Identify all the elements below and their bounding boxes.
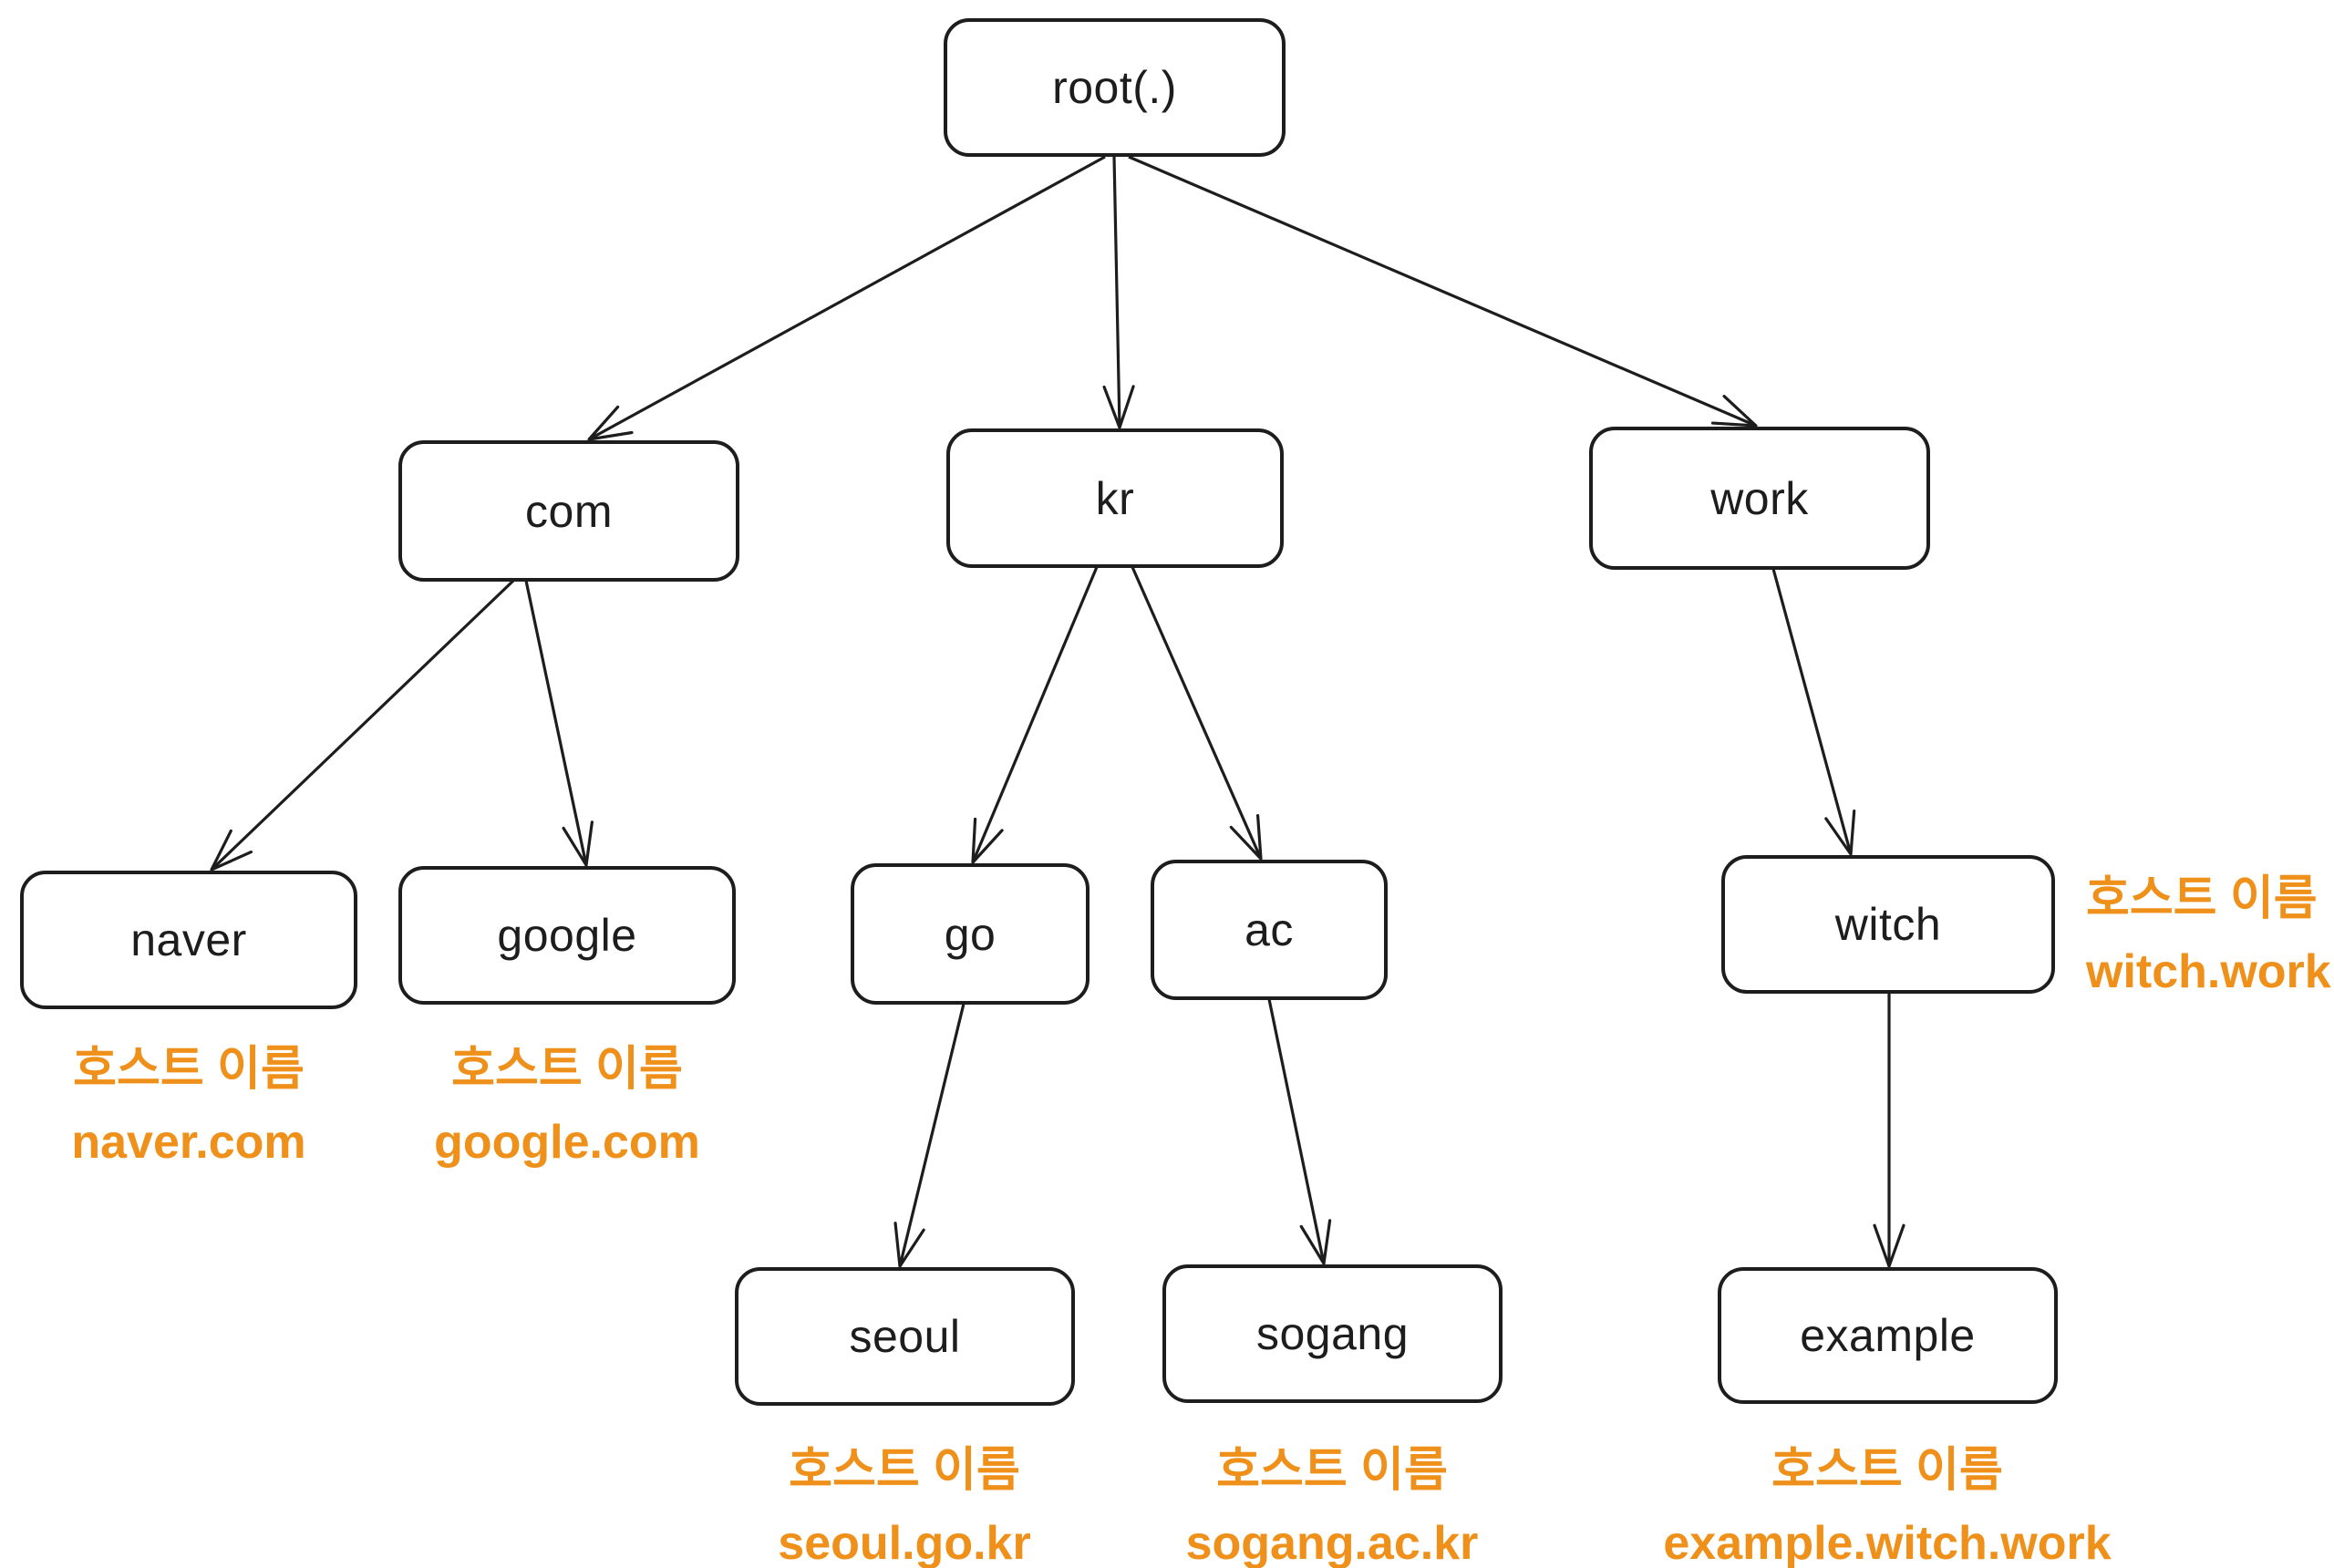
- annotation-google-hostname: google.com: [434, 1116, 700, 1169]
- node-kr-label: kr: [1095, 472, 1135, 524]
- node-sogang-label: sogang: [1255, 1308, 1410, 1359]
- node-com: com: [398, 440, 739, 582]
- node-ac: ac: [1151, 860, 1388, 1000]
- annotation-google: 호스트 이름 google.com: [312, 1033, 822, 1179]
- node-naver: naver: [20, 871, 357, 1009]
- annotation-witch: 호스트 이름 witch.work: [2086, 862, 2334, 1008]
- node-go-label: go: [944, 908, 997, 960]
- annotation-naver-hostname: naver.com: [71, 1116, 306, 1169]
- edge-root-com: [587, 155, 1106, 441]
- node-naver-label: naver: [130, 914, 247, 965]
- edge-ac-sogang: [1267, 998, 1332, 1265]
- annotation-example-hostname: example.witch.work: [1663, 1517, 2112, 1568]
- node-witch: witch: [1721, 855, 2055, 994]
- node-root-label: root(.): [1052, 62, 1177, 113]
- node-go: go: [851, 863, 1090, 1005]
- annotation-naver: 호스트 이름 naver.com: [0, 1033, 444, 1179]
- node-example-label: example: [1800, 1310, 1976, 1361]
- node-witch-label: witch: [1834, 899, 1942, 950]
- node-sogang: sogang: [1162, 1264, 1503, 1403]
- edge-root-work: [1128, 155, 1758, 428]
- annotation-naver-title: 호스트 이름: [73, 1043, 305, 1096]
- node-example: example: [1718, 1267, 2058, 1404]
- annotation-witch-title: 호스트 이름: [2086, 872, 2318, 925]
- node-work-label: work: [1710, 472, 1809, 524]
- node-seoul-label: seoul: [849, 1311, 961, 1362]
- annotation-example: 호스트 이름 example.witch.work: [1605, 1434, 2170, 1568]
- edge-root-kr: [1102, 156, 1135, 429]
- edge-kr-ac: [1131, 566, 1263, 861]
- edge-go-seoul: [893, 1003, 966, 1268]
- annotation-witch-hostname: witch.work: [2086, 945, 2331, 998]
- node-kr: kr: [946, 428, 1284, 568]
- annotation-example-title: 호스트 이름: [1771, 1444, 2003, 1497]
- edge-kr-go: [971, 566, 1099, 864]
- node-root: root(.): [944, 18, 1286, 157]
- edge-com-google: [524, 580, 594, 867]
- annotation-google-title: 호스트 이름: [451, 1043, 683, 1096]
- node-seoul: seoul: [735, 1267, 1075, 1406]
- node-work: work: [1589, 427, 1930, 570]
- annotation-seoul-hostname: seoul.go.kr: [778, 1517, 1031, 1568]
- annotation-seoul: 호스트 이름 seoul.go.kr: [649, 1434, 1160, 1568]
- annotation-seoul-title: 호스트 이름: [789, 1444, 1020, 1497]
- node-ac-label: ac: [1244, 904, 1294, 955]
- node-google: google: [398, 866, 736, 1005]
- edge-com-naver: [210, 579, 515, 872]
- annotation-sogang: 호스트 이름 sogang.ac.kr: [1077, 1434, 1587, 1568]
- annotation-sogang-title: 호스트 이름: [1216, 1444, 1448, 1497]
- node-com-label: com: [525, 485, 613, 537]
- edge-work-witch: [1771, 568, 1856, 856]
- node-google-label: google: [497, 910, 637, 961]
- annotation-sogang-hostname: sogang.ac.kr: [1185, 1517, 1479, 1568]
